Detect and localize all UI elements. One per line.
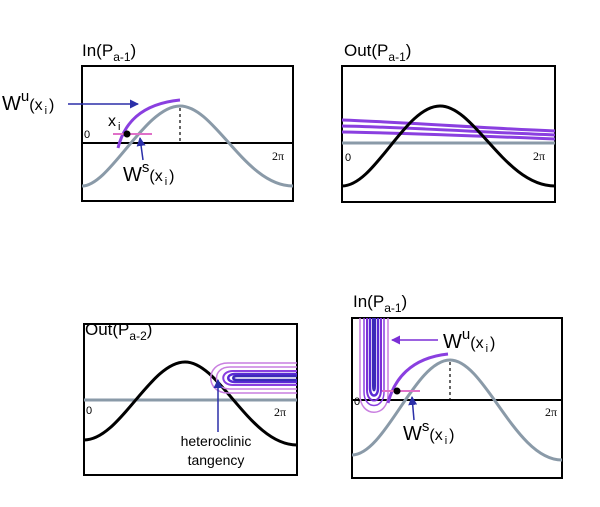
vertical-loop — [366, 318, 382, 402]
two-pi-label: 2π — [545, 405, 557, 419]
tangency-annotation-line1: heteroclinic — [181, 433, 252, 449]
zero-label: 0 — [86, 405, 92, 417]
panel-title-top-left: In(Pa-1) — [82, 41, 136, 64]
purple-band-curve — [341, 118, 556, 133]
vertical-loop-core — [372, 318, 376, 392]
ws-arrow — [136, 137, 146, 161]
zero-label: 0 — [84, 129, 90, 141]
vertical-loop-outer — [359, 318, 389, 413]
fixed-point-dot — [123, 130, 131, 138]
vertical-loop-inner — [368, 318, 380, 397]
tangency-loop-inner — [227, 372, 297, 384]
panel-top-right: Out(Pa-1) 0 2π — [341, 41, 556, 203]
unstable-manifold-curve — [116, 98, 181, 149]
panel-bottom-left: Out(Pa-2) 0 2π heteroclinic tangency — [83, 320, 298, 476]
vertical-loop — [363, 318, 385, 407]
panel-title-bottom-right: In(Pa-1) — [353, 292, 407, 315]
zero-label: 0 — [345, 152, 351, 164]
tangency-loop — [222, 370, 297, 386]
two-pi-label: 2π — [274, 405, 286, 419]
panel-frame — [81, 65, 294, 202]
tangency-loop-core — [232, 374, 297, 382]
unstable-manifold-curve — [386, 352, 449, 404]
two-pi-label: 2π — [533, 149, 545, 163]
fixed-point-dot — [393, 387, 401, 395]
gray-cosine-curve — [351, 358, 563, 462]
panel-frame — [351, 317, 563, 479]
two-pi-label: 2π — [272, 149, 284, 163]
ws-arrow — [408, 396, 418, 421]
tangency-loop — [215, 366, 297, 390]
purple-band-curve — [341, 130, 556, 141]
tangency-annotation-line2: tangency — [188, 452, 245, 468]
purple-band-curve — [341, 124, 556, 137]
panel-title-top-right: Out(Pa-1) — [344, 41, 411, 64]
black-cosine-curve — [341, 104, 556, 188]
zero-label: 0 — [354, 396, 360, 408]
gray-cosine-curve — [81, 104, 294, 188]
black-cosine-curve — [83, 360, 298, 447]
tangency-loop-outer — [210, 362, 297, 394]
